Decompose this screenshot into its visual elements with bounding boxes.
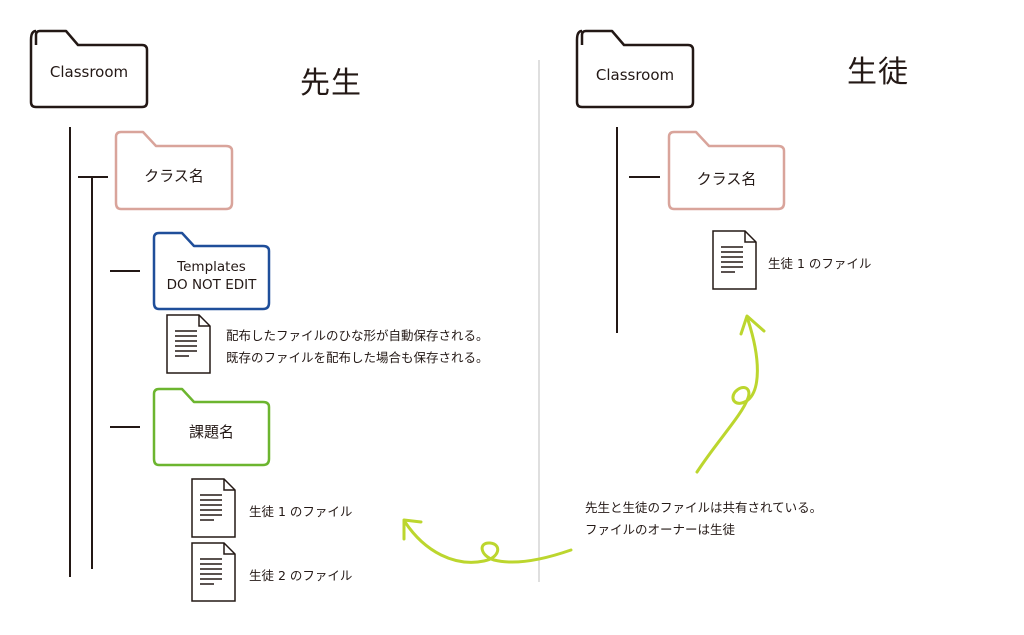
templates-folder-label-line1: Templates xyxy=(177,259,246,275)
templates-note-line1: 配布したファイルのひな形が自動保存される。 xyxy=(226,328,489,343)
student-heading: 生徒 xyxy=(847,55,909,90)
template-file-icon xyxy=(166,314,211,374)
sharing-note-line2: ファイルのオーナーは生徒 xyxy=(585,521,736,537)
teacher-root-folder-label: Classroom xyxy=(49,63,129,81)
sharing-note-line1: 先生と生徒のファイルは共有されている。 xyxy=(585,500,823,515)
share-arrow-left xyxy=(402,518,573,564)
student-class-folder-icon xyxy=(667,130,786,211)
student-student1-file-label: 生徒 1 のファイル xyxy=(768,256,872,271)
teacher-class-folder-icon xyxy=(114,130,234,211)
teacher-root-folder-icon xyxy=(29,29,149,109)
student-root-folder-icon xyxy=(575,29,695,109)
assignment-folder-label: 課題名 xyxy=(188,423,234,441)
templates-folder-label-line2: DO NOT EDIT xyxy=(166,277,257,294)
teacher-student1-file-label: 生徒 1 のファイル xyxy=(249,504,353,519)
templates-note-line2: 既存のファイルを配布した場合も保存される。 xyxy=(226,349,489,365)
share-arrow-up xyxy=(695,314,766,474)
sharing-note: 先生と生徒のファイルは共有されている。 ファイルのオーナーは生徒 xyxy=(585,497,822,541)
teacher-student2-file-label: 生徒 2 のファイル xyxy=(249,568,353,583)
student-root-folder-label: Classroom xyxy=(595,66,675,84)
templates-folder-icon xyxy=(152,231,271,311)
teacher-class-folder-label: クラス名 xyxy=(144,167,204,185)
student-student1-file-icon xyxy=(712,230,757,290)
assignment-folder-icon xyxy=(152,387,271,467)
teacher-tree-lines xyxy=(69,127,140,577)
templates-note: 配布したファイルのひな形が自動保存される。 既存のファイルを配布した場合も保存さ… xyxy=(226,325,489,369)
teacher-heading: 先生 xyxy=(300,66,362,101)
teacher-student2-file-icon xyxy=(191,542,236,602)
teacher-student1-file-icon xyxy=(191,478,236,538)
student-class-folder-label: クラス名 xyxy=(696,170,757,188)
student-tree-lines xyxy=(616,127,660,333)
templates-folder-label: Templates DO NOT EDIT xyxy=(154,258,269,294)
